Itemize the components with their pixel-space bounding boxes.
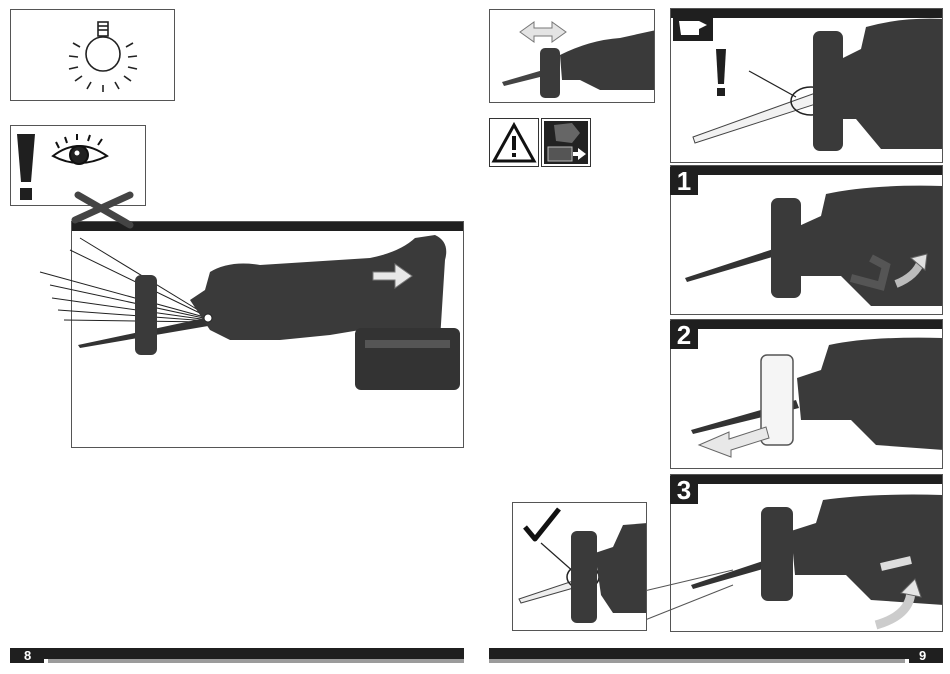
page-number-right: 9 [919, 649, 926, 663]
check-mark-icon [525, 509, 559, 539]
step-1-number: 1 [670, 167, 698, 195]
warning-triangle-icon [489, 118, 539, 167]
blade-check-detail [512, 502, 647, 631]
step-2-panel [670, 319, 943, 469]
left-footer-accent [48, 659, 464, 663]
light-bulb-icon [11, 10, 175, 101]
cross-icon [75, 195, 130, 225]
saw-with-light-illustration [30, 190, 470, 400]
step-1-panel [670, 165, 943, 315]
battery-removal-icon [541, 118, 591, 167]
lamp-panel [10, 9, 175, 101]
right-footer-accent [489, 659, 905, 663]
exclamation-icon [716, 49, 726, 96]
page-number-left: 8 [24, 649, 31, 663]
step-2-number: 2 [670, 321, 698, 349]
eye-icon [53, 134, 107, 164]
blade-warning-panel [670, 8, 943, 163]
left-footer-bar [10, 648, 464, 659]
double-arrow-icon [520, 22, 566, 42]
move-saw-panel [489, 9, 655, 103]
hand-pointer-icon [673, 11, 713, 41]
right-footer-bar [489, 648, 943, 659]
